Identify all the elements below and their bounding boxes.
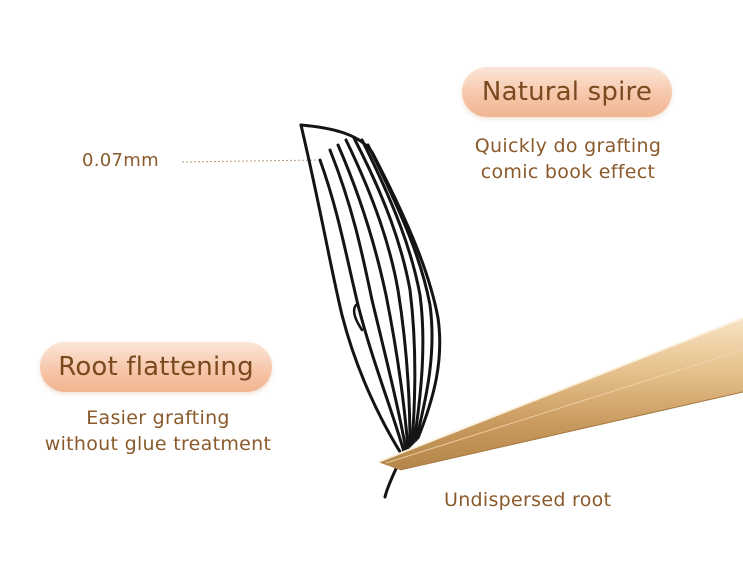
fan-lash-icon — [299, 123, 442, 499]
natural-spire-badge: Natural spire — [462, 67, 672, 117]
natural-spire-description: Quickly do grafting comic book effect — [440, 133, 696, 185]
root-flattening-line-1: Easier grafting — [86, 407, 230, 429]
root-flattening-description: Easier grafting without glue treatment — [16, 405, 300, 457]
root-flattening-title: Root flattening — [58, 352, 254, 382]
thickness-leader-line — [181, 159, 319, 163]
natural-spire-line-1: Quickly do grafting — [474, 135, 662, 157]
root-flattening-badge: Root flattening — [40, 342, 272, 392]
thickness-label: 0.07mm — [82, 150, 159, 171]
natural-spire-title: Natural spire — [481, 77, 653, 107]
undispersed-root-label: Undispersed root — [444, 489, 612, 511]
natural-spire-line-2: comic book effect — [480, 161, 656, 183]
tweezers-icon — [377, 317, 743, 471]
root-flattening-line-2: without glue treatment — [44, 433, 272, 455]
